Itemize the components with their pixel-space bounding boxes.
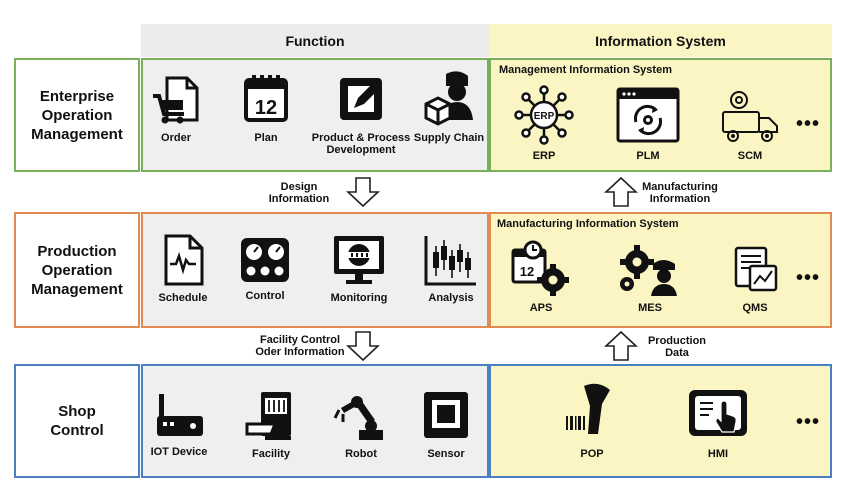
level-enterprise-operation-management: Enterprise Operation Management — [14, 58, 140, 172]
down-arrow-icon — [346, 177, 380, 208]
system-hmi: HMI — [683, 386, 753, 460]
system-label: ERP — [532, 150, 556, 162]
candlestick-chart-icon — [424, 236, 476, 286]
function-label: Product & Process Development — [311, 132, 411, 156]
system-title: Management Information System — [499, 64, 672, 76]
more-systems-ellipsis: ••• — [796, 113, 821, 135]
function-control: Control — [235, 234, 295, 302]
function-label: Analysis — [428, 292, 474, 304]
facility-machine-icon — [245, 392, 291, 440]
information-system-header: Information System — [489, 24, 832, 57]
function-facility: Facility — [241, 388, 301, 460]
system-title: Manufacturing Information System — [497, 218, 679, 230]
mes-gears-worker-icon — [620, 245, 677, 296]
function-header: Function — [141, 24, 489, 57]
down-arrow-icon — [346, 331, 380, 362]
hmi-touch-panel-icon — [689, 390, 747, 436]
production-functions-box: Schedule Control Monitoring — [141, 212, 489, 328]
level-production-operation-management: Production Operation Management — [14, 212, 140, 328]
svg-text:ERP: ERP — [534, 111, 555, 122]
system-aps: 12 APS — [509, 240, 573, 314]
function-label: Monitoring — [330, 292, 388, 304]
system-label: QMS — [742, 302, 768, 314]
function-label: Order — [161, 132, 191, 144]
barcode-scanner-icon — [566, 383, 610, 434]
function-order: Order — [149, 72, 203, 144]
function-label: Supply Chain — [413, 132, 485, 144]
shop-systems-box: POP HMI ••• — [489, 364, 832, 478]
function-label: Robot — [345, 448, 377, 460]
sensor-chip-icon — [424, 392, 468, 438]
function-sensor: Sensor — [413, 388, 479, 460]
more-systems-ellipsis: ••• — [796, 267, 821, 289]
iot-router-icon — [157, 394, 203, 436]
system-label: HMI — [707, 448, 729, 460]
more-systems-ellipsis: ••• — [796, 411, 821, 433]
function-label: Schedule — [158, 292, 208, 304]
system-plm: PLM — [615, 86, 681, 162]
management-information-system-box: Management Information System ERP ERP — [489, 58, 832, 172]
svg-text:12: 12 — [255, 97, 277, 119]
level-shop-control: Shop Control — [14, 364, 140, 478]
system-label: POP — [580, 448, 604, 460]
system-label: SCM — [737, 150, 763, 162]
up-arrow-icon — [604, 176, 638, 207]
system-scm: SCM — [719, 88, 781, 162]
function-supply-chain: Supply Chain — [411, 70, 487, 144]
function-label: IOT Device — [150, 446, 208, 458]
function-product-process-development: Product & Process Development — [311, 72, 411, 156]
function-label: Sensor — [427, 448, 465, 460]
function-label: Plan — [254, 132, 278, 144]
edit-design-icon — [340, 78, 382, 120]
system-label: MES — [638, 302, 662, 314]
robot-arm-icon — [333, 396, 383, 440]
plm-cycle-window-icon — [616, 87, 680, 143]
svg-text:12: 12 — [520, 264, 534, 279]
system-label: APS — [529, 302, 553, 314]
system-label: PLM — [636, 150, 660, 162]
facility-control-order-information-label: Facility Control Oder Information — [255, 334, 345, 358]
up-arrow-icon — [604, 330, 638, 361]
function-schedule: Schedule — [155, 232, 211, 304]
order-cart-icon — [153, 76, 199, 124]
manufacturing-information-label: Manufacturing Information — [642, 181, 718, 205]
function-monitoring: Monitoring — [325, 232, 393, 304]
shop-functions-box: IOT Device Facility Robot — [141, 364, 489, 478]
scm-truck-icon — [722, 91, 778, 142]
system-erp: ERP ERP — [513, 84, 575, 162]
qms-report-icon — [734, 246, 778, 292]
enterprise-functions-box: Order 12 Plan Product & Process Developm… — [141, 58, 489, 172]
aps-calendar-gear-icon: 12 — [511, 240, 569, 296]
calendar-icon: 12 — [244, 75, 288, 122]
function-label: Facility — [252, 448, 290, 460]
production-data-label: Production Data — [647, 335, 707, 359]
monitor-icon — [334, 236, 384, 284]
system-qms: QMS — [727, 244, 783, 314]
system-pop: POP — [561, 380, 623, 460]
function-iot-device: IOT Device — [145, 390, 213, 458]
supply-chain-worker-icon — [424, 71, 473, 126]
function-label: Control — [245, 290, 285, 302]
function-plan: 12 Plan — [239, 72, 293, 144]
function-robot: Robot — [331, 388, 391, 460]
erp-network-icon: ERP — [514, 85, 574, 145]
function-analysis: Analysis — [419, 232, 483, 304]
design-information-label: Design Information — [268, 181, 330, 205]
schedule-document-icon — [164, 234, 204, 286]
manufacturing-information-system-box: Manufacturing Information System 12 APS — [489, 212, 832, 328]
system-mes: MES — [617, 240, 683, 314]
control-panel-icon — [241, 238, 289, 282]
